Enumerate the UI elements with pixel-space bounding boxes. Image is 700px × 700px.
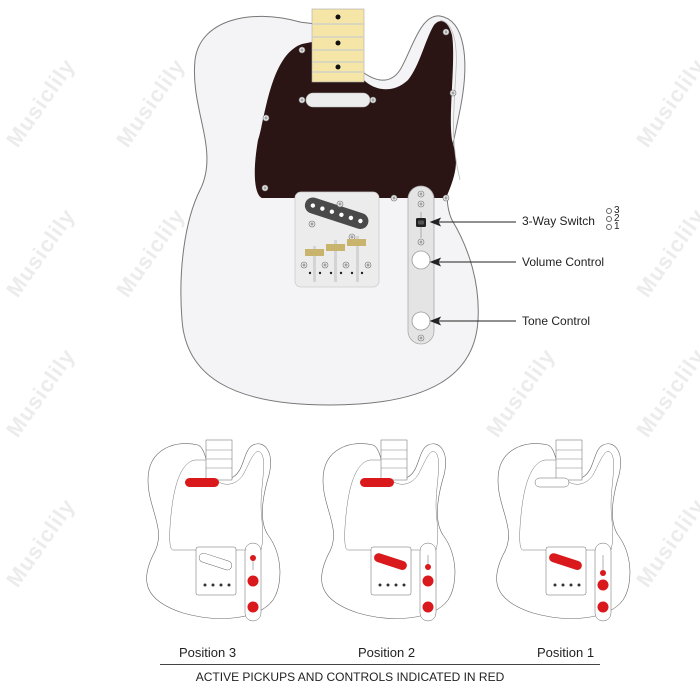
pickguard bbox=[254, 19, 461, 198]
neck-pickup-active bbox=[360, 478, 394, 487]
bridge-pickup bbox=[304, 197, 369, 229]
diagram-position-3 bbox=[146, 439, 281, 622]
footer-caption: ACTIVE PICKUPS AND CONTROLS INDICATED IN… bbox=[195, 670, 505, 684]
diagram-position-1 bbox=[496, 439, 631, 622]
diagram-position-2 bbox=[321, 439, 456, 622]
bridge-pickup-active bbox=[549, 553, 582, 570]
switch-position-legend: 3 2 1 bbox=[606, 206, 620, 232]
position-1-label: Position 1 bbox=[537, 645, 595, 660]
fret-marker bbox=[335, 14, 341, 20]
volume-control-label: Volume Control bbox=[522, 255, 605, 269]
bridge-assembly bbox=[294, 191, 380, 288]
neck-pickup-inactive bbox=[534, 477, 570, 488]
maple-neck bbox=[311, 8, 365, 83]
volume-knob bbox=[411, 250, 431, 270]
three-way-switch-label: 3-Way Switch bbox=[522, 214, 595, 228]
divider-line bbox=[160, 664, 600, 665]
fret-marker bbox=[335, 40, 341, 46]
callout-arrows bbox=[429, 217, 516, 326]
fret-marker bbox=[335, 64, 341, 70]
control-plate bbox=[407, 185, 435, 345]
tone-control-label: Tone Control bbox=[522, 314, 591, 328]
neck-pickup-active bbox=[185, 478, 219, 487]
position-2-label: Position 2 bbox=[358, 645, 416, 660]
bridge-pickup-active bbox=[374, 553, 407, 570]
position-3-label: Position 3 bbox=[179, 645, 237, 660]
bridge-pickup-inactive bbox=[198, 552, 233, 571]
